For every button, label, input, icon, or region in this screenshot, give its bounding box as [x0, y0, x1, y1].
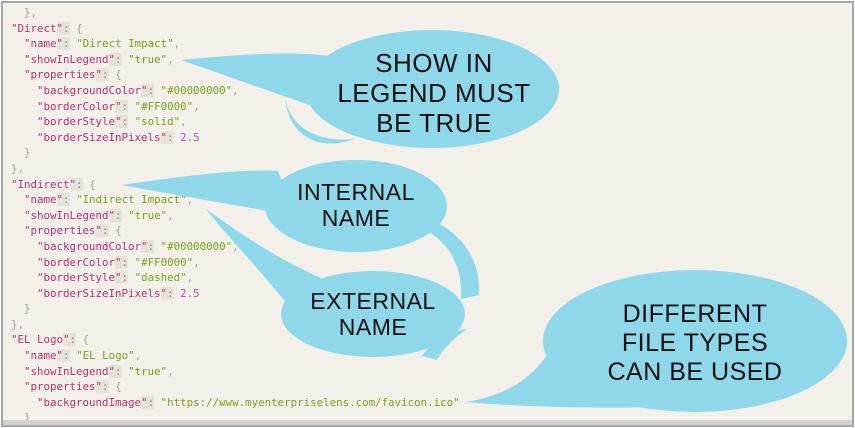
code-line: "backgroundColor": "#00000000",	[37, 239, 239, 253]
scrollbar-horizontal[interactable]	[3, 420, 852, 425]
callout-show-in-legend: SHOW IN LEGEND MUST BE TRUE	[306, 48, 562, 139]
code-line: "properties": {	[24, 68, 122, 82]
code-line: "showInLegend": "true",	[24, 52, 174, 66]
code-line: "EL Logo": {	[11, 333, 90, 347]
code-line: "Indirect": {	[11, 177, 96, 191]
code-line: },	[11, 6, 38, 19]
callout-file-types: DIFFERENT FILE TYPES CAN BE USED	[549, 300, 841, 386]
code-line: "borderColor": "#FF0000",	[37, 99, 200, 113]
callout-line: NAME	[321, 205, 391, 232]
code-line: }	[11, 302, 31, 316]
code-line: "borderSizeInPixels": 2.5	[37, 286, 200, 300]
code-line: "properties": {	[24, 224, 122, 238]
code-line: "backgroundImage": "https://www.myenterp…	[37, 395, 460, 409]
callout-line: INTERNAL	[297, 179, 415, 205]
callout-external-name: EXTERNAL NAME	[281, 288, 465, 341]
code-line: "borderStyle": "dashed",	[37, 271, 194, 285]
code-line: "borderColor": "#FF0000",	[37, 255, 200, 269]
callout-line: LEGEND MUST	[337, 77, 531, 108]
code-line: "showInLegend": "true",	[24, 364, 174, 378]
code-line: }	[11, 411, 31, 425]
code-line: }	[11, 146, 31, 160]
callout-line: EXTERNAL	[310, 288, 436, 314]
callout-internal-name: INTERNAL NAME	[265, 179, 447, 232]
callout-line: SHOW IN	[375, 48, 493, 78]
callout-line: DIFFERENT	[622, 300, 768, 328]
callout-line: NAME	[338, 314, 408, 341]
callout-line: BE TRUE	[376, 107, 492, 138]
code-line: "name": "EL Logo",	[24, 349, 142, 363]
code-line: "Direct": {	[11, 21, 83, 35]
callout-line: CAN BE USED	[607, 357, 783, 386]
code-line: "borderStyle": "solid",	[37, 115, 187, 129]
code-line: },	[11, 161, 25, 175]
code-line: "borderSizeInPixels": 2.5	[37, 130, 200, 144]
code-line: "properties": {	[24, 380, 122, 394]
code-line: },	[11, 317, 25, 331]
callout-line: FILE TYPES	[621, 328, 769, 357]
code-line: "name": "Direct Impact",	[24, 37, 181, 51]
